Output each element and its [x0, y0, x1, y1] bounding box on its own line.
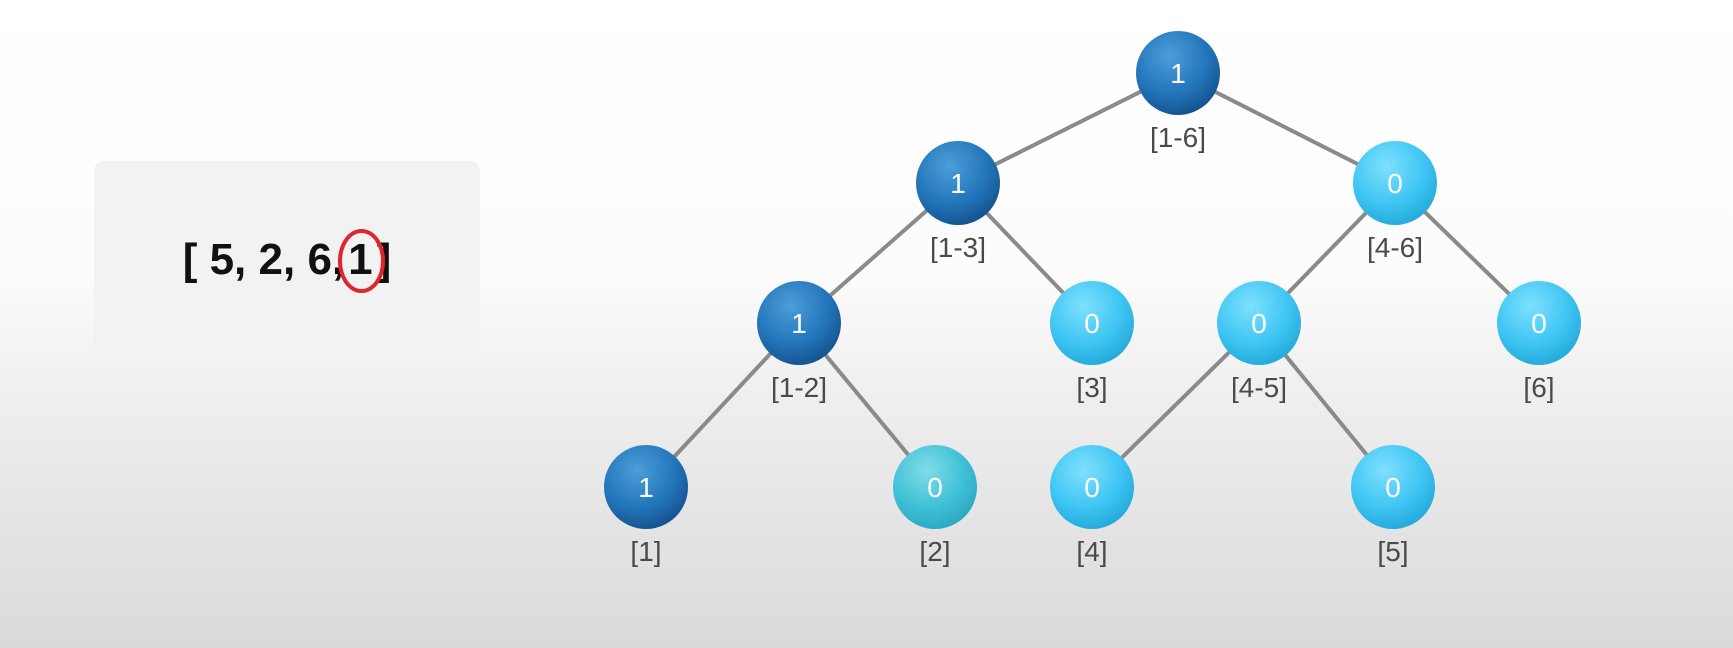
- highlight-circle: [338, 228, 385, 293]
- tree-node-1-3: 1 [1-3]: [916, 141, 1000, 263]
- tree-node-circle: [1353, 141, 1437, 225]
- tree-node-value: 0: [927, 472, 943, 503]
- tree-node-circle: [757, 281, 841, 365]
- tree-node-circle: [893, 445, 977, 529]
- tree-node-value: 1: [1170, 58, 1186, 89]
- highlighted-array-item: 1: [338, 228, 385, 293]
- tree-node-value: 0: [1531, 308, 1547, 339]
- tree-node-range: [3]: [1076, 372, 1107, 403]
- tree-edges: [644, 71, 1541, 489]
- tree-node-2: 0 [2]: [893, 445, 977, 567]
- tree-node-5: 0 [5]: [1351, 445, 1435, 567]
- tree-node-value: 0: [1084, 308, 1100, 339]
- tree-node-range: [1-3]: [930, 232, 986, 263]
- tree-node-circle: [1351, 445, 1435, 529]
- tree-nodes: 1 [1-6] 1 [1-3] 0 [4-6] 1 [1-2] 0 [3] 0 [4-5] 0 [6] 1 […: [604, 31, 1581, 567]
- tree-node-range: [5]: [1377, 536, 1408, 567]
- tree-node-value: 0: [1251, 308, 1267, 339]
- tree-node-circle: [1050, 445, 1134, 529]
- tree-node-1: 1 [1]: [604, 445, 688, 567]
- array-text: [ 5, 2, 6, 1 ]: [182, 228, 391, 293]
- tree-node-value: 0: [1387, 168, 1403, 199]
- tree-node-circle: [1497, 281, 1581, 365]
- tree-node-circle: [604, 445, 688, 529]
- tree-node-circle: [916, 141, 1000, 225]
- array-item: 5,: [209, 234, 247, 284]
- tree-node-4-5: 0 [4-5]: [1217, 281, 1301, 403]
- tree-node-range: [1-6]: [1150, 122, 1206, 153]
- tree-node-range: [1-2]: [771, 372, 827, 403]
- tree-node-range: [4-5]: [1231, 372, 1287, 403]
- tree-node-value: 0: [1385, 472, 1401, 503]
- tree-node-6: 0 [6]: [1497, 281, 1581, 403]
- tree-node-circle: [1217, 281, 1301, 365]
- tree-node-value: 1: [791, 308, 807, 339]
- tree-node-1-2: 1 [1-2]: [757, 281, 841, 403]
- tree-node-value: 1: [950, 168, 966, 199]
- tree-node-4-6: 0 [4-6]: [1353, 141, 1437, 263]
- tree-node-circle: [1050, 281, 1134, 365]
- tree-node-value: 1: [638, 472, 654, 503]
- tree-node-range: [6]: [1523, 372, 1554, 403]
- tree-node-range: [4]: [1076, 536, 1107, 567]
- tree-node-circle: [1136, 31, 1220, 115]
- tree-node-4: 0 [4]: [1050, 445, 1134, 567]
- array-card: [ 5, 2, 6, 1 ]: [94, 161, 480, 358]
- tree-node-1-6: 1 [1-6]: [1136, 31, 1220, 153]
- tree-node-value: 0: [1084, 472, 1100, 503]
- tree-node-range: [2]: [919, 536, 950, 567]
- array-item: 2,: [258, 234, 296, 284]
- array-item: 6,: [307, 234, 345, 284]
- tree-node-3: 0 [3]: [1050, 281, 1134, 403]
- tree-node-range: [1]: [630, 536, 661, 567]
- array-open-bracket: [: [182, 234, 198, 284]
- tree-node-range: [4-6]: [1367, 232, 1423, 263]
